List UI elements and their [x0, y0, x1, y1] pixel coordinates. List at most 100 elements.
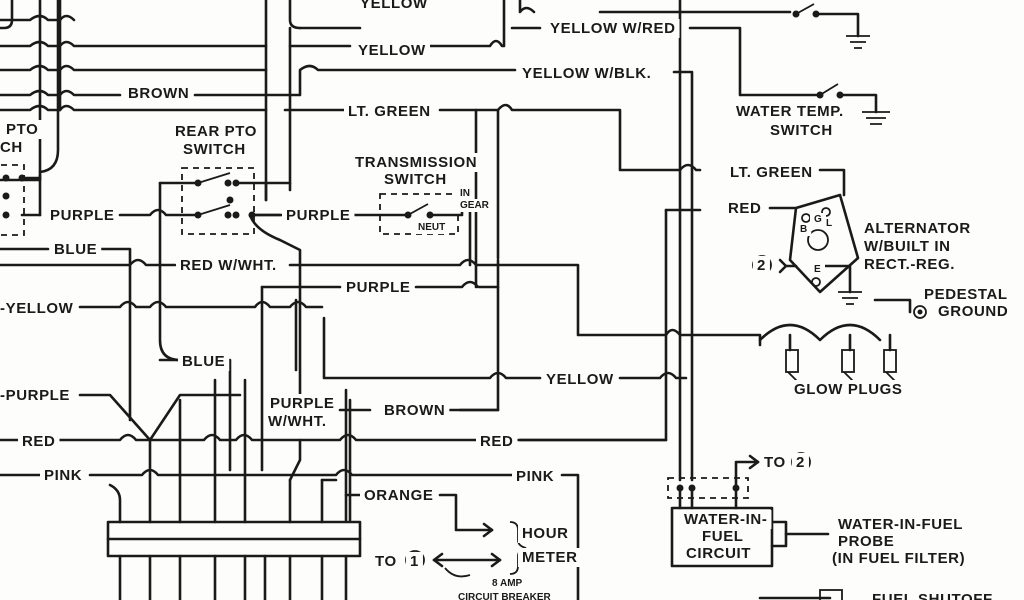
label-backing	[796, 223, 812, 236]
label-pink-left: PINK	[44, 467, 82, 484]
label-wif-3: CIRCUIT	[686, 545, 751, 562]
label-backing	[834, 515, 968, 534]
label-backing	[860, 237, 955, 256]
label-orange: ORANGE	[364, 487, 433, 504]
fuel-shutoff-fragment	[758, 589, 843, 600]
label-backing	[456, 199, 494, 212]
label-blue-mid: BLUE	[182, 353, 225, 370]
label-backing	[178, 352, 230, 371]
label-probe-2: PROBE	[838, 533, 894, 550]
label-yellow-top: YELLOW	[360, 0, 428, 12]
label-backing	[179, 140, 250, 159]
label-backing	[414, 221, 450, 234]
label-probe-1: WATER-IN-FUEL	[838, 516, 963, 533]
label-to1-num: 1	[410, 553, 419, 570]
label-glow-plugs: GLOW PLUGS	[794, 381, 903, 398]
label-purple-mid: PURPLE	[286, 207, 350, 224]
label-water-temp-1: WATER TEMP.	[736, 103, 844, 120]
label-pedestal-2: GROUND	[938, 303, 1008, 320]
label-backing	[476, 432, 518, 451]
label-backing	[834, 532, 899, 551]
label-backing	[860, 219, 975, 238]
label-breaker-2: CIRCUIT BREAKER	[458, 592, 552, 600]
label-backing	[732, 102, 848, 121]
label-ch-frag: CH	[0, 139, 23, 156]
label-trans-1: TRANSMISSION	[355, 154, 477, 171]
label-backing	[360, 486, 438, 505]
rear-pto-switch	[158, 167, 292, 235]
label-backing	[682, 544, 756, 563]
label-breaker-1: 8 AMP	[492, 578, 523, 589]
label-backing	[171, 122, 262, 141]
label-backing	[512, 467, 559, 486]
front-pto-switch-fragment	[0, 164, 42, 236]
label-backing	[698, 527, 748, 546]
label-backing	[371, 552, 401, 571]
label-fuel-shutoff: FUEL SHUTOFF	[872, 591, 993, 600]
label-backing	[860, 255, 960, 274]
label-backing	[488, 577, 527, 590]
label-backing	[456, 187, 474, 200]
label-backing	[753, 256, 770, 275]
label-water-temp-2: SWITCH	[770, 122, 833, 139]
label-backing	[792, 453, 809, 472]
label-backing	[0, 138, 27, 157]
label-backing	[920, 285, 1012, 304]
label-yellow-wblk: YELLOW W/BLK.	[522, 65, 651, 82]
label-blue-left: BLUE	[54, 241, 97, 258]
label-backing	[2, 120, 43, 139]
label-backing	[0, 386, 75, 405]
label-purple-left: PURPLE	[50, 207, 114, 224]
label-backing	[518, 64, 656, 83]
label-backing	[282, 206, 355, 225]
label-to2b-text: TO	[764, 454, 786, 471]
label-alt-g: G	[814, 214, 822, 225]
label-to2b-num: 2	[796, 454, 805, 471]
label-trans-2: SWITCH	[384, 171, 447, 188]
label-probe-3: (IN FUEL FILTER)	[832, 550, 965, 567]
label-to1-text: TO	[375, 553, 397, 570]
label-backing	[18, 432, 60, 451]
label-backing	[380, 401, 450, 420]
label-lt-green-top: LT. GREEN	[348, 103, 431, 120]
label-backing	[934, 302, 1013, 321]
label-to2-num: 2	[757, 257, 766, 274]
label-backing	[680, 510, 772, 529]
label-yellow-2: YELLOW	[358, 42, 426, 59]
label-purple-left2: -PURPLE	[0, 387, 70, 404]
label-alt-3: RECT.-REG.	[864, 256, 955, 273]
label-rear-pto-1: REAR PTO	[175, 123, 257, 140]
label-backing	[760, 453, 790, 472]
label-hour-1: HOUR	[522, 525, 569, 542]
label-backing	[724, 199, 766, 218]
label-neut: NEUT	[418, 222, 445, 233]
label-backing	[518, 548, 582, 567]
label-backing	[766, 121, 837, 140]
label-yellow-wred: YELLOW W/RED	[550, 20, 676, 37]
label-backing	[266, 394, 339, 413]
label-pink-mid: PINK	[516, 468, 554, 485]
blue-wire	[0, 247, 180, 422]
label-backing	[344, 102, 435, 121]
label-alt-2: W/BUILT IN	[864, 238, 951, 255]
label-backing	[406, 552, 423, 571]
label-pedestal-1: PEDESTAL	[924, 286, 1008, 303]
label-backing	[868, 590, 997, 600]
label-backing	[356, 0, 433, 13]
label-purple-center: PURPLE	[346, 279, 410, 296]
label-wif-2: FUEL	[702, 528, 744, 545]
label-backing	[810, 263, 825, 276]
label-backing	[176, 256, 281, 275]
label-yellow-left: -YELLOW	[0, 300, 74, 317]
label-backing	[342, 278, 415, 297]
label-backing	[0, 299, 78, 318]
label-brown-mid: BROWN	[384, 402, 445, 419]
label-gear: GEAR	[460, 200, 490, 211]
label-purple-wwht-2: W/WHT.	[268, 413, 327, 430]
label-alt-e: E	[814, 264, 821, 275]
label-purple-wwht-1: PURPLE	[270, 395, 334, 412]
label-red-right: RED	[728, 200, 761, 217]
water-temp-switch	[792, 3, 890, 134]
